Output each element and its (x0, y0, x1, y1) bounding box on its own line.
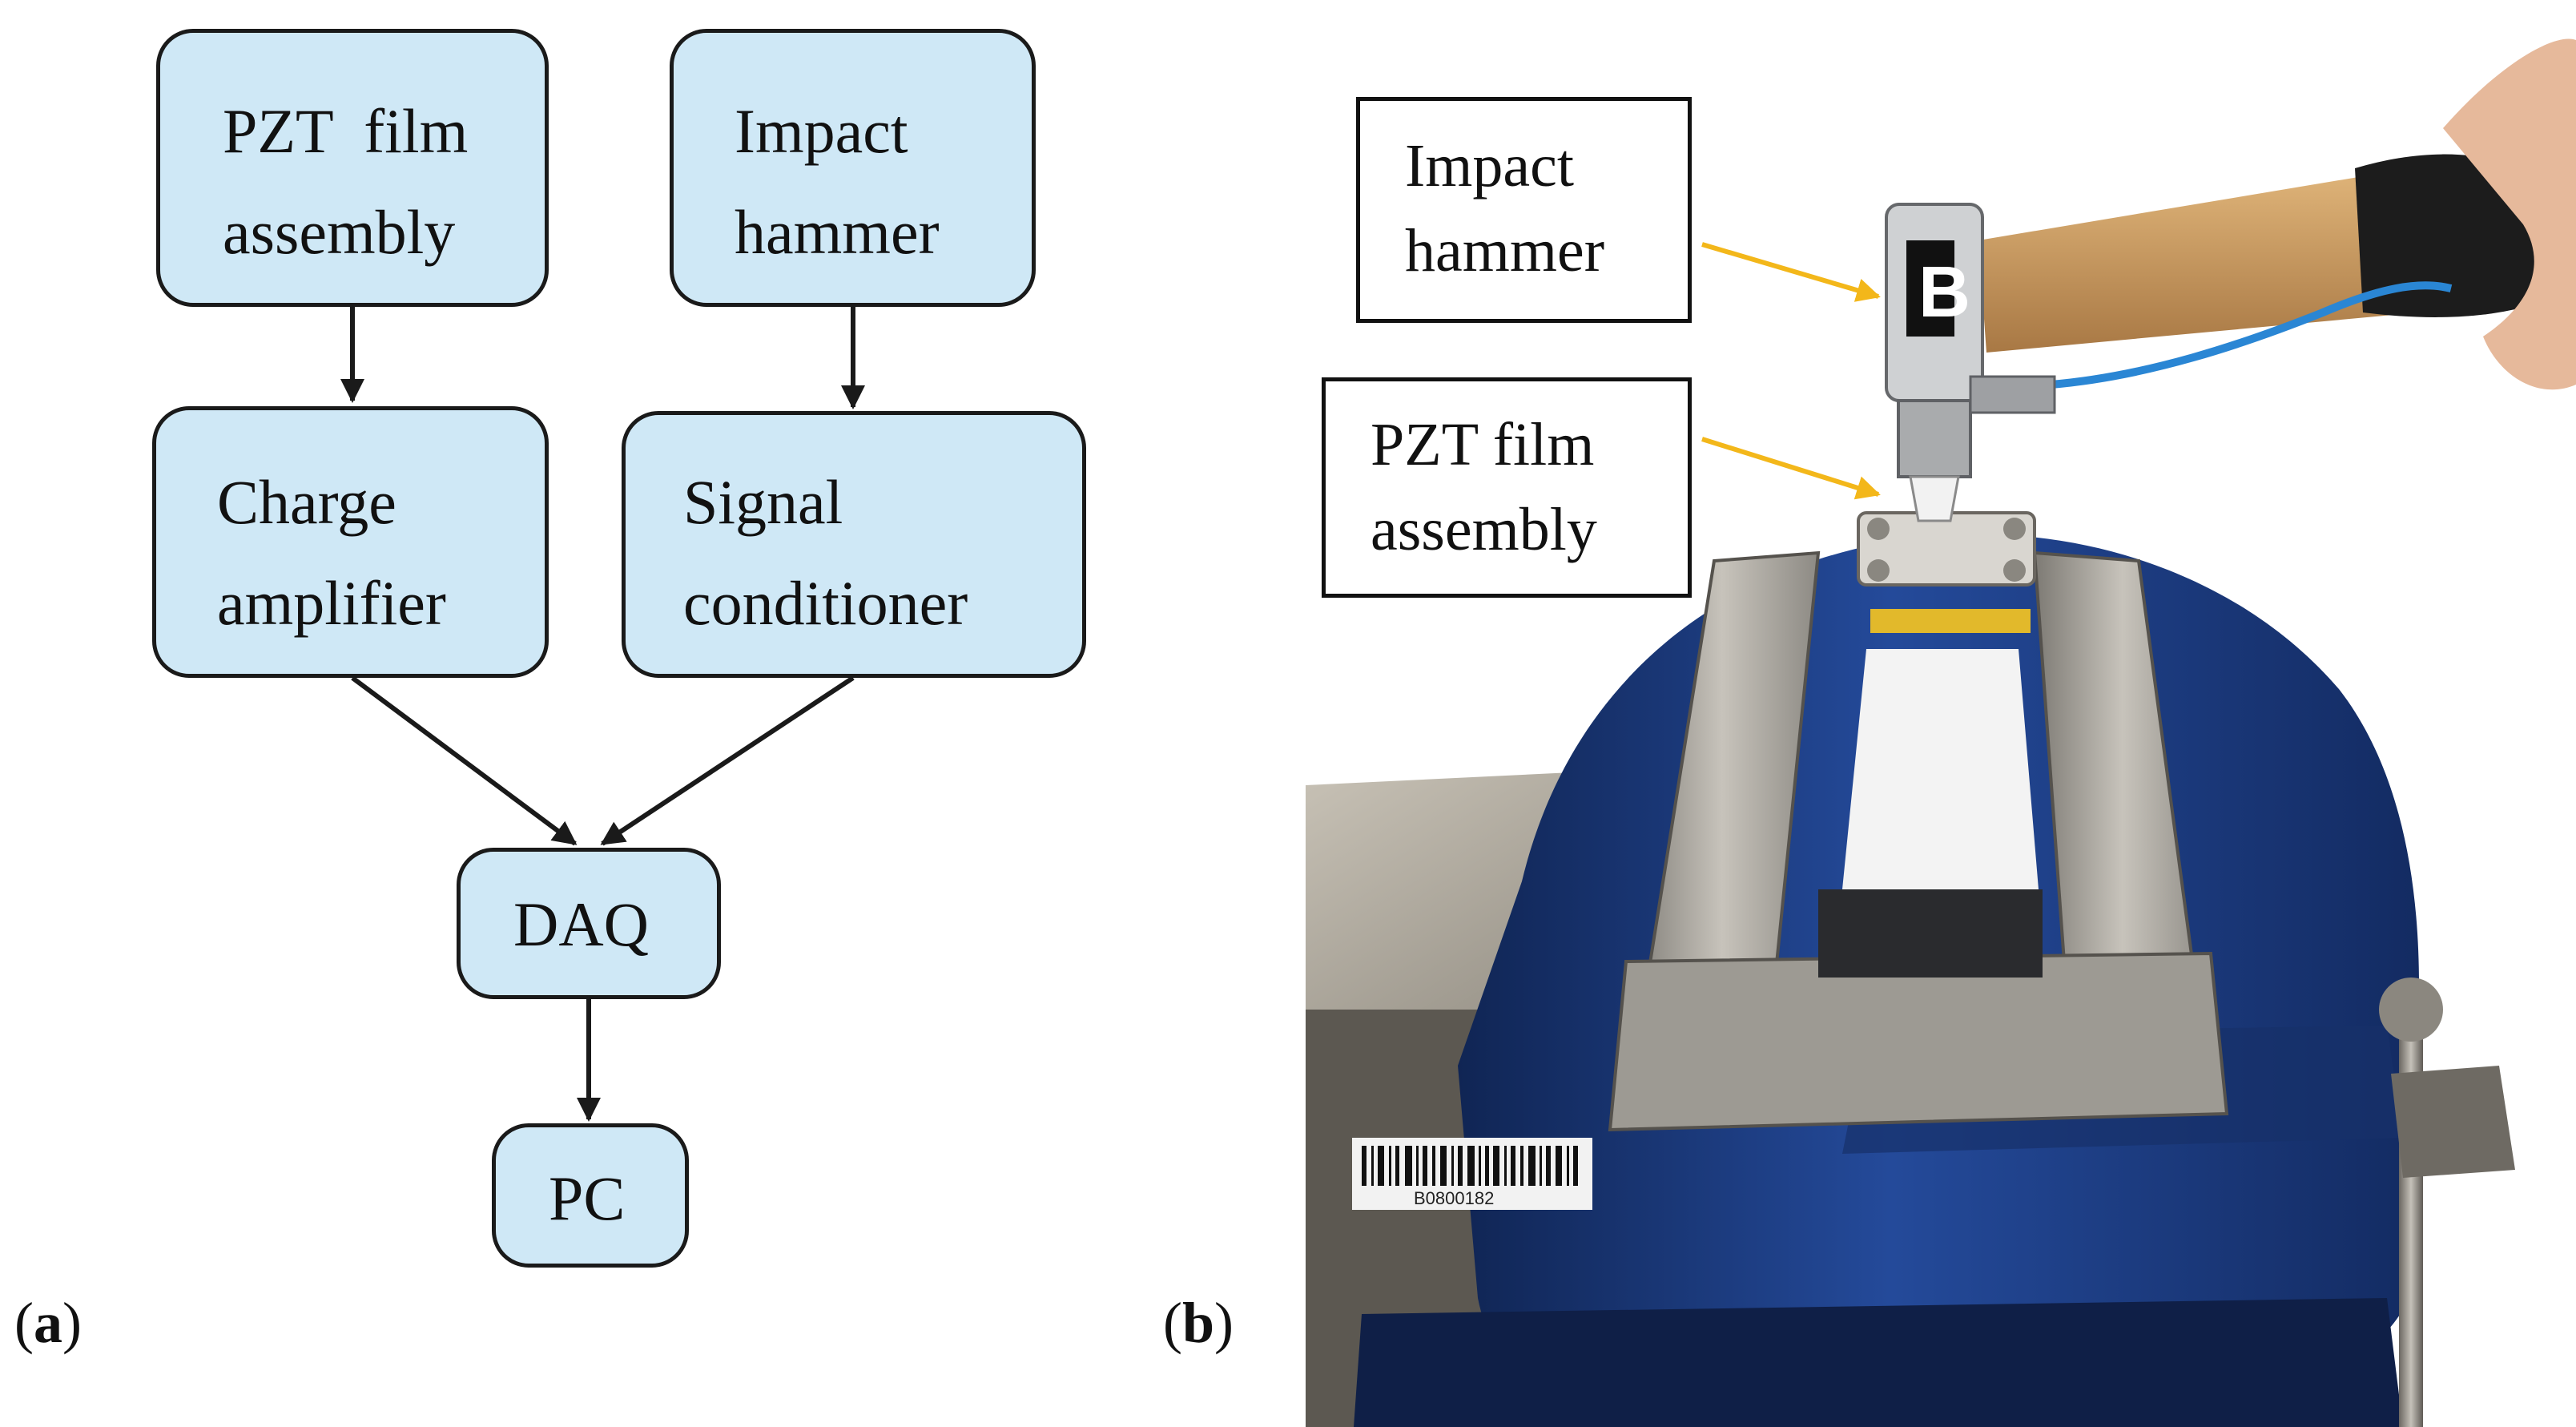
hammer-neck (1897, 399, 1972, 478)
node-label: Signal (683, 467, 843, 537)
node-signal-conditioner: Signal conditioner (622, 411, 1086, 678)
node-label: conditioner (683, 568, 968, 638)
barcode-bars (1362, 1146, 1578, 1186)
node-label: assembly (223, 197, 456, 267)
node-label: hammer (735, 197, 940, 267)
vise-base (1354, 1298, 2403, 1427)
node-pzt-film-assembly: PZT film assembly (156, 29, 549, 307)
diagram-connectors (340, 307, 865, 1122)
node-daq: DAQ (457, 848, 721, 999)
callout-arrow-pzt (1701, 437, 1881, 500)
bolt (2003, 518, 2026, 540)
callout-label: assembly (1371, 496, 1597, 563)
callout-arrow-hammer (1701, 242, 1881, 302)
pzt-film (1870, 609, 2031, 633)
test-setup-photo: B B0800182 (1306, 38, 2576, 1427)
node-impact-hammer: Impact hammer (670, 29, 1036, 307)
callout-label: hammer (1405, 217, 1605, 284)
node-label: amplifier (217, 568, 446, 638)
node-charge-amplifier: Charge amplifier (152, 406, 549, 678)
panel-letter: a (33, 1291, 62, 1355)
callout-pzt-film-assembly: PZT film assembly (1322, 377, 1692, 598)
hammer-brand-mark: B (1918, 252, 1970, 333)
callout-label: Impact (1405, 132, 1575, 200)
edge-signal-to-daq (600, 675, 855, 846)
hammer-connector (1969, 375, 2056, 414)
vise-spindle-knob (2379, 978, 2443, 1042)
bolt (2003, 559, 2026, 582)
callout-label: PZT film (1371, 411, 1595, 478)
node-label: PC (549, 1163, 626, 1233)
vise-slot (1842, 649, 2039, 889)
hammer-tip (1909, 475, 1960, 522)
hand (2443, 38, 2576, 390)
node-label: DAQ (513, 889, 649, 959)
edge-charge-to-daq (351, 675, 578, 846)
node-label: Impact (735, 96, 908, 166)
node-label: PZT film (223, 96, 469, 166)
vise-opening (1818, 889, 2043, 978)
node-pc: PC (492, 1123, 689, 1268)
bolt (1867, 559, 1890, 582)
hammer-label-band (1906, 240, 1954, 337)
panel-label-b: (b) (1163, 1291, 1234, 1355)
callout-impact-hammer: Impact hammer (1356, 97, 1692, 323)
barcode-text: B0800182 (1414, 1188, 1494, 1208)
hammer-handle (1978, 168, 2419, 353)
node-label: Charge (217, 467, 396, 537)
bolt (1867, 518, 1890, 540)
vise-spindle-collar (2391, 1066, 2515, 1178)
vise-jaw-front (1608, 951, 2229, 1132)
sensor-cable (2050, 281, 2453, 389)
panel-label-a: (a) (14, 1291, 82, 1355)
panel-letter: b (1181, 1291, 1215, 1355)
